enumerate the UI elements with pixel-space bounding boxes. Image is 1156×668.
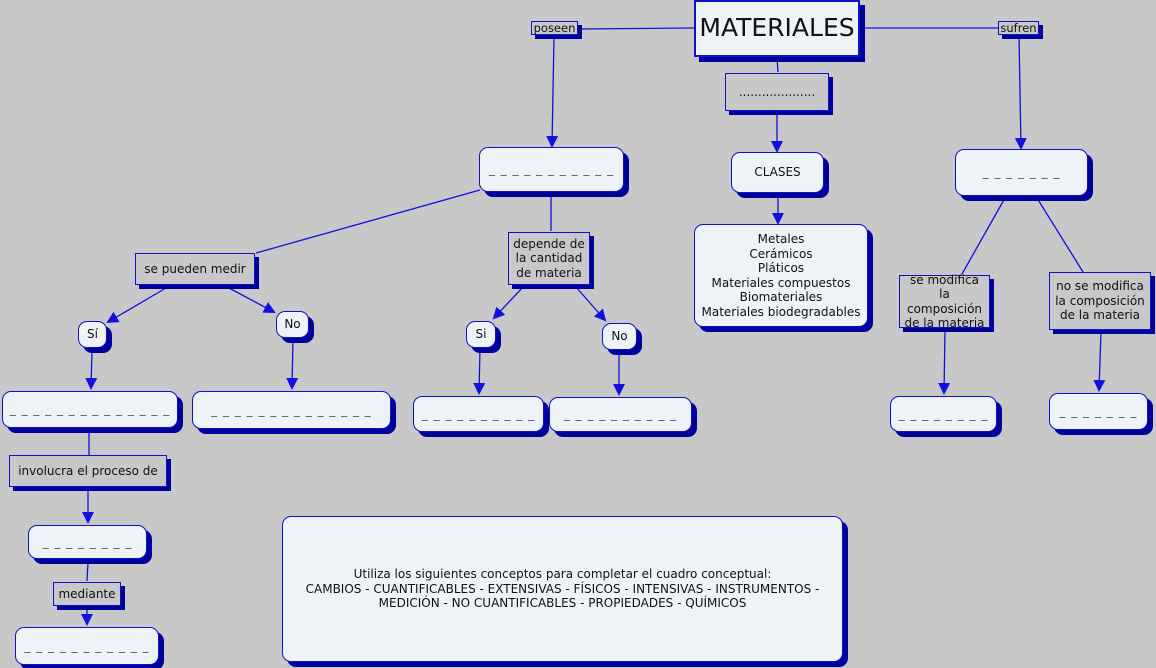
link-label-poseen[interactable]: poseen: [531, 21, 578, 35]
link-label-dots[interactable]: ....................: [725, 73, 829, 111]
link-label-se-pueden-medir[interactable]: se pueden medir: [135, 253, 255, 285]
arrow-modifica-blank: [938, 328, 951, 395]
concept-si-depende[interactable]: Si: [466, 321, 496, 348]
concept-si-medir[interactable]: Sí: [78, 321, 107, 348]
root-concept-materiales[interactable]: MATERIALES: [694, 0, 860, 57]
concept-blank-no-cuantificables[interactable]: _ _ _ _ _ _ _ _ _ _ _ _ _ _: [192, 391, 391, 429]
line-root-dots: [776, 57, 779, 73]
line-cambios-modifica: [961, 197, 1006, 275]
link-label-sufren[interactable]: sufren: [998, 21, 1039, 35]
concept-blank-cuantificables[interactable]: _ _ _ _ _ _ _ _ _ _ _ _ _ _: [2, 391, 178, 428]
arrow-no1-blank: [286, 338, 299, 390]
arrow-medir-si: [106, 287, 167, 324]
arrow-poseen-propiedades: [546, 35, 559, 148]
concept-clases[interactable]: CLASES: [731, 152, 824, 193]
arrow-si1-blank: [85, 350, 98, 390]
concept-blank-cambios[interactable]: _ _ _ _ _ _ _: [955, 149, 1088, 196]
link-label-involucra-proceso[interactable]: involucra el proceso de: [9, 455, 167, 487]
line-root-poseen: [577, 27, 695, 30]
link-label-se-modifica[interactable]: se modifica la composición de la materia: [899, 273, 990, 330]
arrow-nomodifica-blank: [1093, 331, 1106, 392]
concept-blank-instrumentos[interactable]: _ _ _ _ _ _ _ _ _ _ _: [15, 627, 159, 665]
concept-blank-intensivas[interactable]: _ _ _ _ _ _ _ _ _ _: [549, 397, 692, 432]
line-medicion-mediante: [86, 561, 89, 582]
concept-blank-fisicos[interactable]: _ _ _ _ _ _ _: [1049, 393, 1148, 430]
line-cambios-nomodifica: [1036, 197, 1084, 273]
arrow-depende-si: [492, 286, 524, 320]
link-label-mediante[interactable]: mediante: [53, 582, 121, 606]
link-label-depende-cantidad[interactable]: depende de la cantidad de materia: [508, 232, 590, 285]
arrow-medir-no: [228, 287, 276, 313]
link-label-no-se-modifica[interactable]: no se modifica la composición de la mate…: [1049, 272, 1151, 330]
concept-blank-medicion[interactable]: _ _ _ _ _ _ _ _: [28, 525, 147, 559]
concept-clases-list[interactable]: Metales Cerámicos Pláticos Materiales co…: [694, 224, 868, 327]
arrow-sufren-cambios: [1014, 35, 1027, 150]
concept-blank-extensivas[interactable]: _ _ _ _ _ _ _ _ _ _: [413, 396, 544, 432]
concept-blank-propiedades[interactable]: _ _ _ _ _ _ _ _ _ _ _: [479, 147, 624, 192]
arrow-si2-blank: [473, 348, 486, 395]
concept-no-medir[interactable]: No: [276, 311, 309, 338]
instructions-box: Utiliza los siguientes conceptos para co…: [282, 516, 843, 662]
line-propiedades-medir: [255, 189, 481, 254]
concept-blank-quimicos[interactable]: _ _ _ _ _ _ _ _: [890, 396, 997, 432]
arrow-depende-no: [575, 286, 607, 322]
concept-no-depende[interactable]: No: [602, 323, 637, 350]
